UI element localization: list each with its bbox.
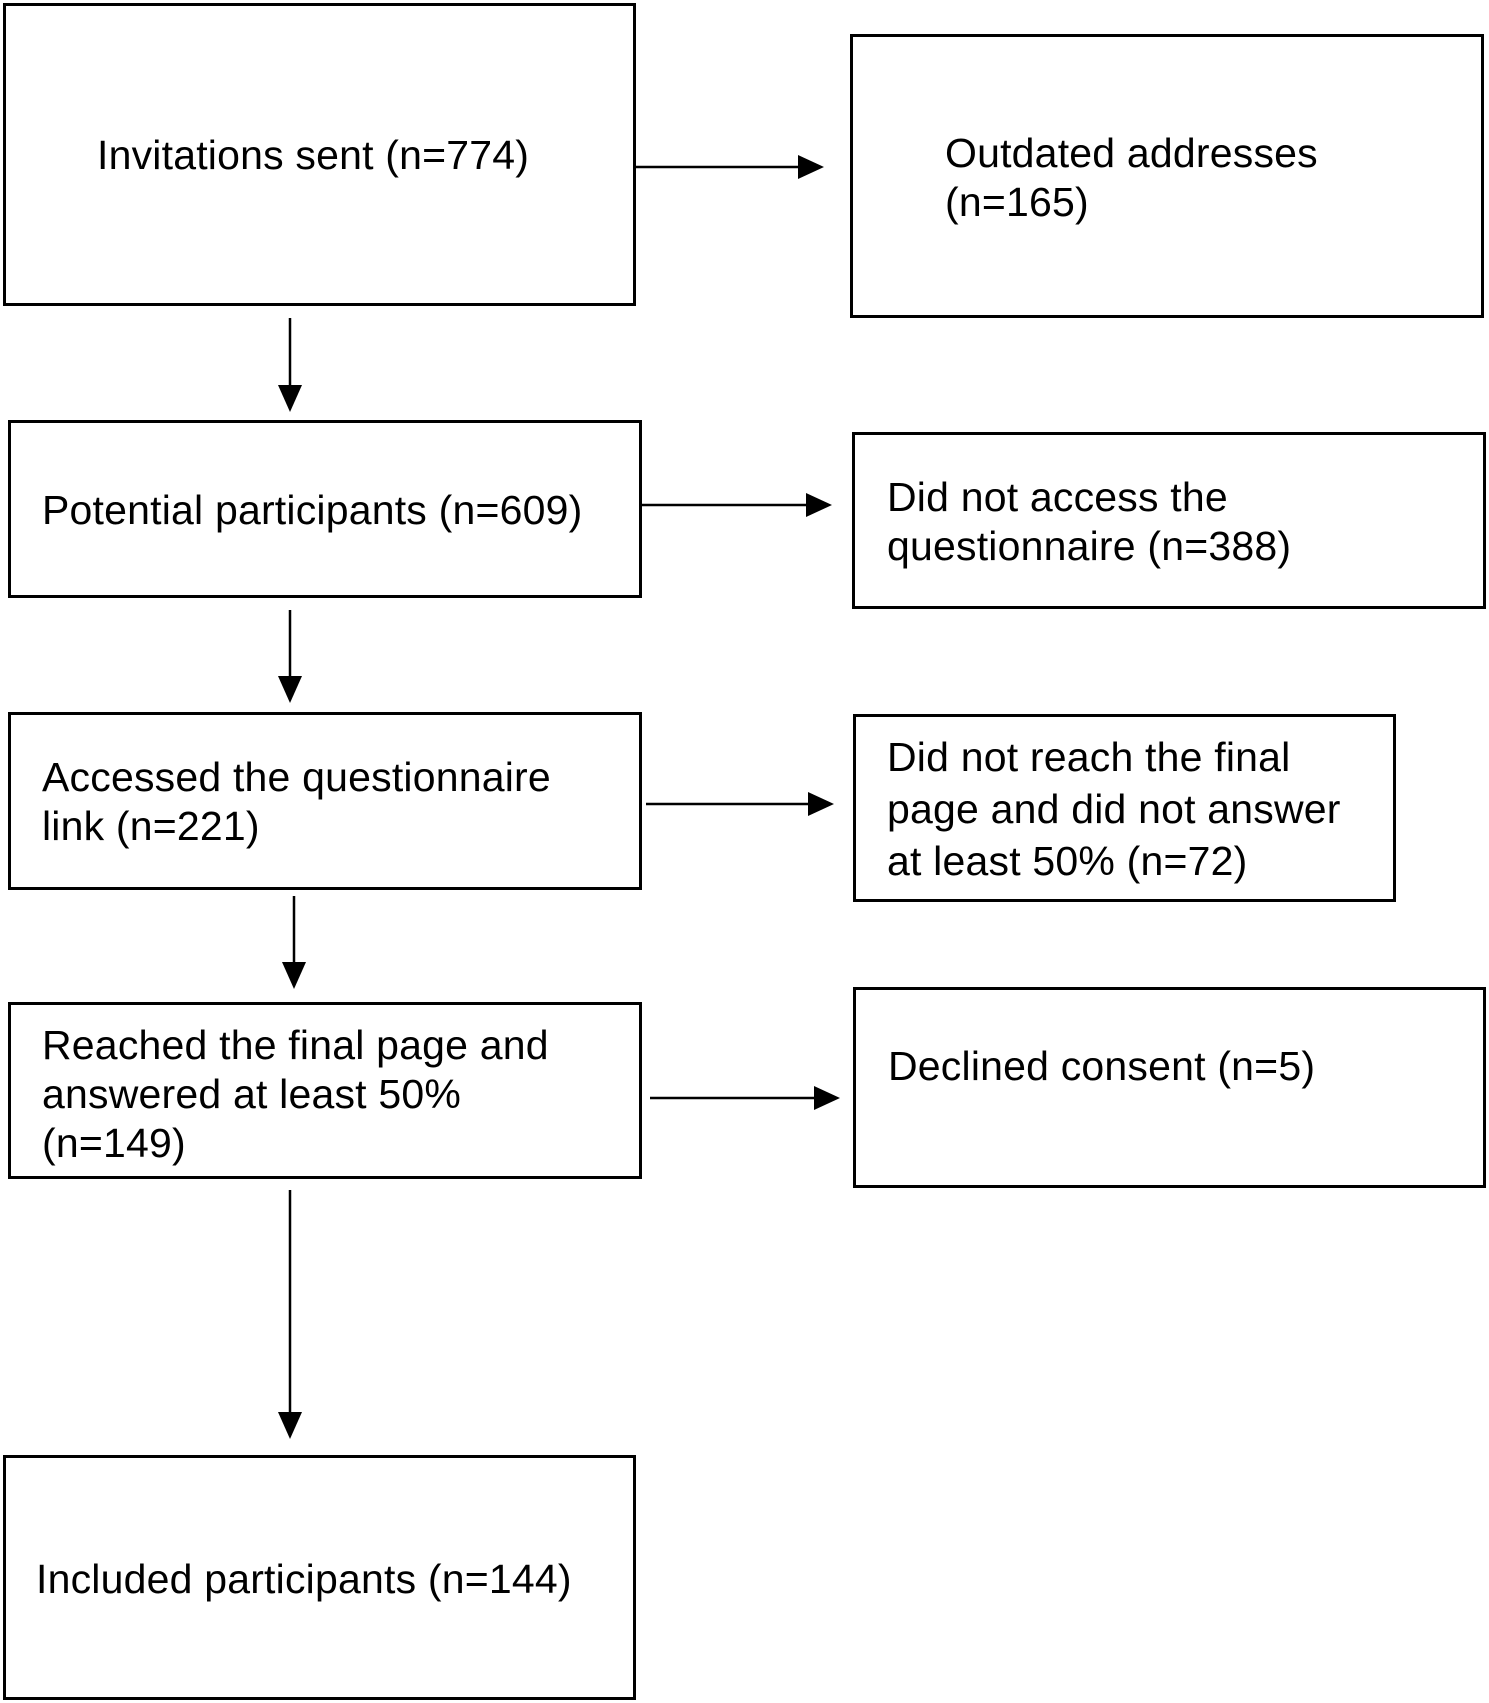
did-not-reach-final-page-line-3: at least 50% (n=72) <box>887 838 1248 884</box>
accessed-questionnaire-line-1: Accessed the questionnaire <box>42 754 551 800</box>
arrow-down-3 <box>282 896 306 989</box>
did-not-reach-final-page-line-1: Did not reach the final <box>887 734 1291 780</box>
arrow-right-2 <box>642 493 832 517</box>
did-not-access-line-2: questionnaire (n=388) <box>887 523 1292 569</box>
reached-final-page-line-1: Reached the final page and <box>42 1022 549 1068</box>
arrow-right-1 <box>636 155 824 179</box>
box-invitations-sent <box>3 3 636 306</box>
arrow-down-4 <box>278 1190 302 1439</box>
arrow-down-2 <box>278 610 302 703</box>
potential-participants-line-1: Potential participants (n=609) <box>42 487 583 533</box>
arrow-right-4 <box>650 1086 840 1110</box>
box-potential-participants <box>8 420 642 598</box>
box-outdated-addresses <box>850 34 1484 318</box>
box-did-not-access <box>852 432 1486 609</box>
included-participants-line-1: Included participants (n=144) <box>36 1556 572 1602</box>
outdated-addresses-line-2: (n=165) <box>945 179 1089 225</box>
reached-final-page-line-3: (n=149) <box>42 1120 186 1166</box>
accessed-questionnaire-line-2: link (n=221) <box>42 803 260 849</box>
invitations-sent-line-1: Invitations sent (n=774) <box>97 132 530 178</box>
arrow-down-1 <box>278 318 302 412</box>
did-not-access-line-1: Did not access the <box>887 474 1228 520</box>
outdated-addresses-line-1: Outdated addresses <box>945 130 1318 176</box>
box-declined-consent <box>853 987 1486 1188</box>
arrow-right-3 <box>646 792 834 816</box>
declined-consent-line-1: Declined consent (n=5) <box>888 1043 1316 1089</box>
box-accessed-questionnaire <box>8 712 642 890</box>
reached-final-page-line-2: answered at least 50% <box>42 1071 462 1117</box>
box-included-participants <box>3 1455 636 1700</box>
box-did-not-reach-final-page <box>853 714 1396 902</box>
box-reached-final-page <box>8 1002 642 1179</box>
did-not-reach-final-page-line-2: page and did not answer <box>887 786 1341 832</box>
